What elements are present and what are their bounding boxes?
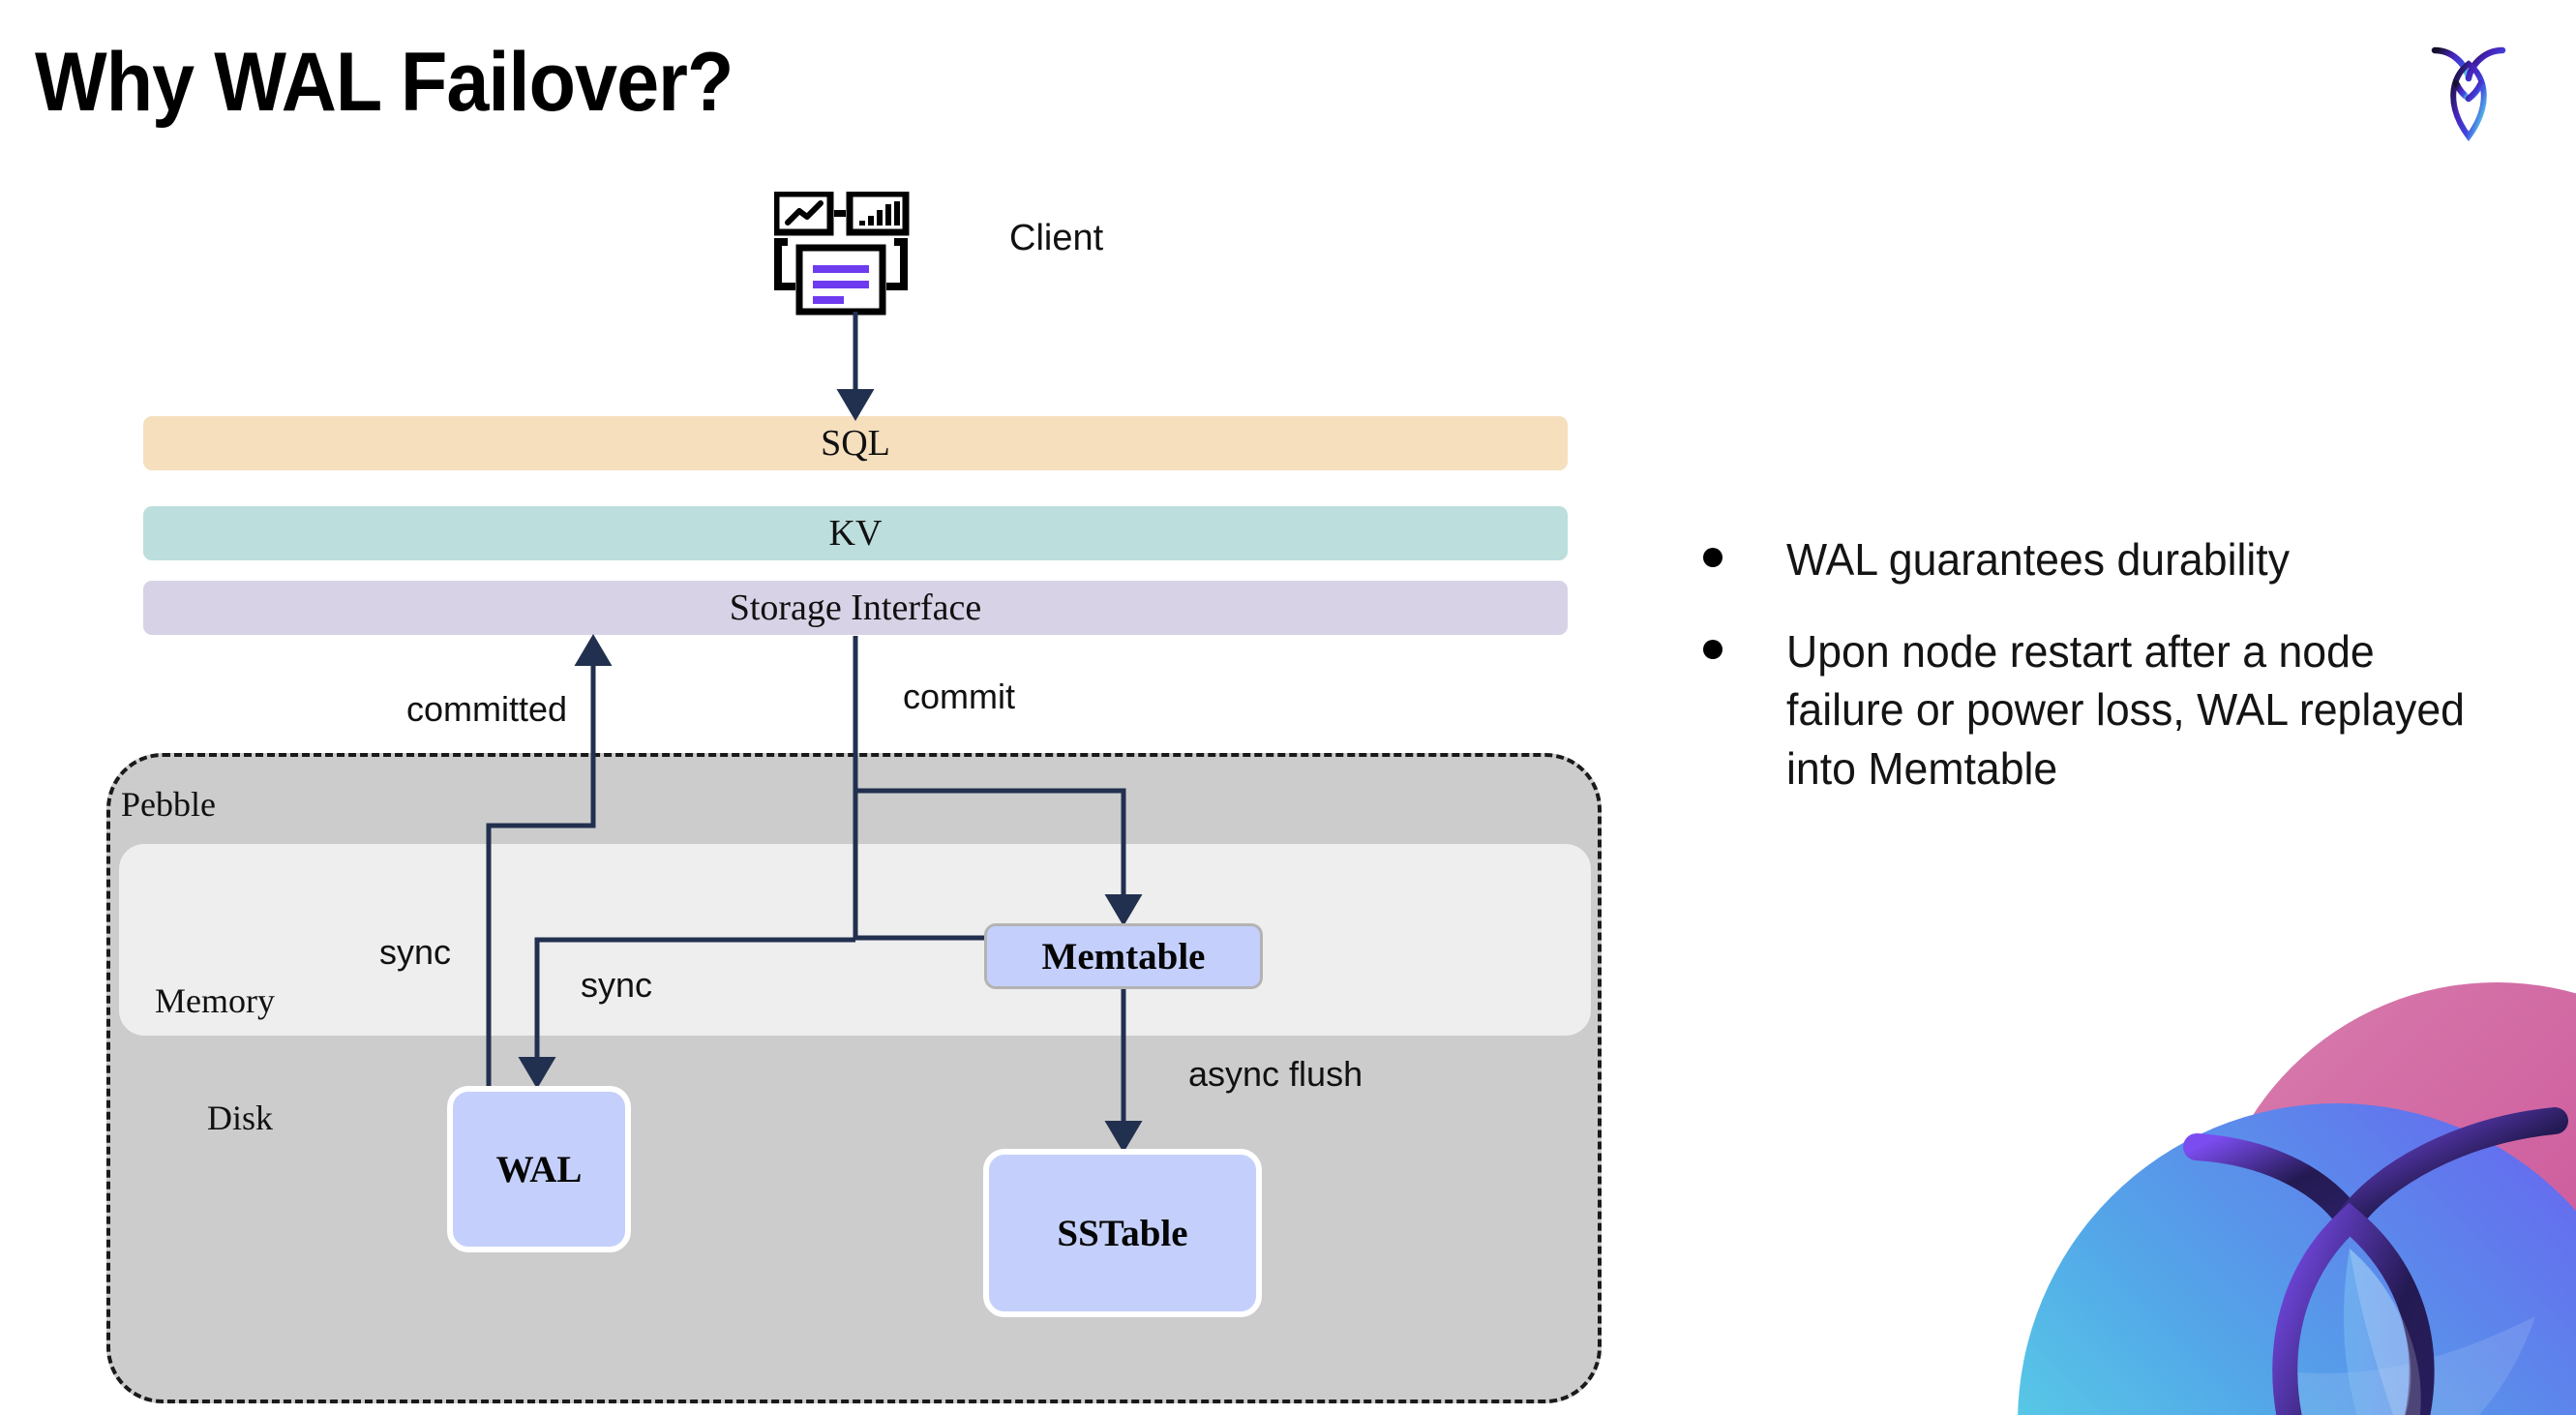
edge-label-sync-left: sync: [379, 932, 452, 972]
memory-label: Memory: [155, 981, 275, 1020]
bullet-text: WAL guarantees durability: [1786, 534, 2291, 585]
layer-bar-storage-interface-label: Storage Interface: [729, 587, 982, 628]
layer-bar-sql-label: SQL: [821, 423, 890, 464]
edge-label-commit: commit: [903, 677, 1015, 716]
bullet-dot-icon: [1703, 548, 1722, 567]
node-memtable: Memtable: [984, 923, 1263, 989]
page-title: Why WAL Failover?: [35, 36, 734, 129]
node-wal-label: WAL: [495, 1148, 583, 1190]
layer-bar-kv: KV: [143, 506, 1568, 560]
list-item: WAL guarantees durability: [1703, 530, 2526, 589]
layer-bar-kv-label: KV: [828, 513, 883, 554]
client-label: Client: [1009, 218, 1104, 258]
bullet-list: WAL guarantees durability Upon node rest…: [1703, 530, 2526, 831]
cockroach-logo: [2406, 25, 2531, 151]
bullet-text: Upon node restart after a node failure o…: [1786, 625, 2466, 795]
bullet-dot-icon: [1703, 639, 1722, 659]
edge-label-sync-right: sync: [581, 965, 653, 1005]
client-devices-icon: [772, 190, 929, 327]
memory-region: [119, 844, 1591, 1036]
edge-label-committed: committed: [406, 689, 568, 729]
disk-label: Disk: [207, 1099, 274, 1137]
node-memtable-label: Memtable: [1041, 935, 1206, 978]
node-sstable: SSTable: [983, 1149, 1262, 1317]
list-item: Upon node restart after a node failure o…: [1703, 622, 2526, 798]
pebble-label: Pebble: [121, 785, 216, 824]
decorative-logo-graphic: [1955, 929, 2576, 1415]
edge-label-async-flush: async flush: [1188, 1054, 1363, 1094]
layer-bar-sql: SQL: [143, 416, 1568, 470]
node-wal: WAL: [447, 1086, 631, 1252]
layer-bar-storage-interface: Storage Interface: [143, 581, 1568, 635]
node-sstable-label: SSTable: [1057, 1212, 1188, 1254]
